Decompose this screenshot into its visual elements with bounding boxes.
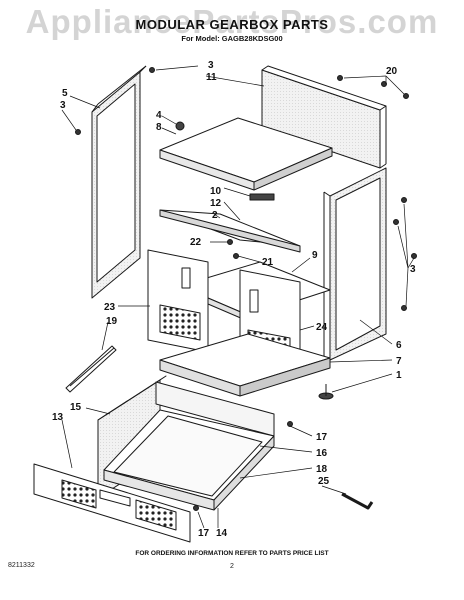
callout-7: 7 — [396, 356, 402, 367]
drawer-slide-rail — [65, 345, 117, 393]
callout-10: 10 — [210, 186, 222, 197]
callout-23: 23 — [104, 302, 116, 313]
callout-6: 6 — [396, 340, 402, 351]
callout-17-bottom: 17 — [198, 528, 210, 539]
bottom-base — [159, 333, 331, 397]
order-info-footer: FOR ORDERING INFORMATION REFER TO PARTS … — [135, 550, 329, 557]
callout-11: 11 — [206, 72, 217, 83]
page-title: MODULAR GEARBOX PARTS — [135, 17, 329, 32]
callout-20: 20 — [386, 66, 398, 77]
left-side-panel — [91, 65, 147, 299]
callout-21: 21 — [262, 257, 274, 268]
back-panel — [261, 65, 387, 169]
knob-icon — [175, 121, 185, 131]
drawer-box — [103, 381, 275, 511]
callout-22: 22 — [190, 237, 202, 248]
logo-badge — [249, 193, 275, 201]
document-number: 8211332 — [8, 562, 35, 569]
callout-18: 18 — [316, 464, 328, 475]
callout-19: 19 — [106, 316, 118, 327]
callout-4: 4 — [156, 110, 162, 121]
watermark: AppliancePartsPros.com — [25, 3, 439, 40]
leveling-foot — [318, 384, 334, 400]
top-shelf — [159, 117, 333, 191]
screw-icon — [75, 67, 417, 511]
callout-8: 8 — [156, 122, 162, 133]
model-subtitle: For Model: GAGB28KDSG00 — [181, 34, 283, 43]
drawer-front — [33, 463, 191, 543]
allen-wrench — [341, 492, 374, 510]
callout-24: 24 — [316, 322, 328, 333]
callout-labels: 3 11 20 5 3 4 8 10 12 2 22 21 9 23 19 24… — [52, 60, 416, 539]
right-side-panel — [323, 167, 387, 361]
callout-9: 9 — [312, 250, 318, 261]
callout-1: 1 — [396, 370, 402, 381]
cross-brace — [159, 209, 301, 253]
callout-14: 14 — [216, 528, 228, 539]
callout-25: 25 — [318, 476, 330, 487]
callout-3-right: 3 — [410, 264, 416, 275]
leader-lines — [61, 65, 415, 529]
callout-16: 16 — [316, 448, 328, 459]
callout-12: 12 — [210, 198, 222, 209]
page-number: 2 — [230, 563, 234, 570]
callout-5: 5 — [62, 88, 68, 99]
callout-15: 15 — [70, 402, 82, 413]
callout-17-right: 17 — [316, 432, 328, 443]
callout-13: 13 — [52, 412, 64, 423]
callout-3-top: 3 — [208, 60, 214, 71]
left-door-panel — [147, 249, 209, 353]
callout-2: 2 — [212, 210, 218, 221]
callout-3-left: 3 — [60, 100, 66, 111]
